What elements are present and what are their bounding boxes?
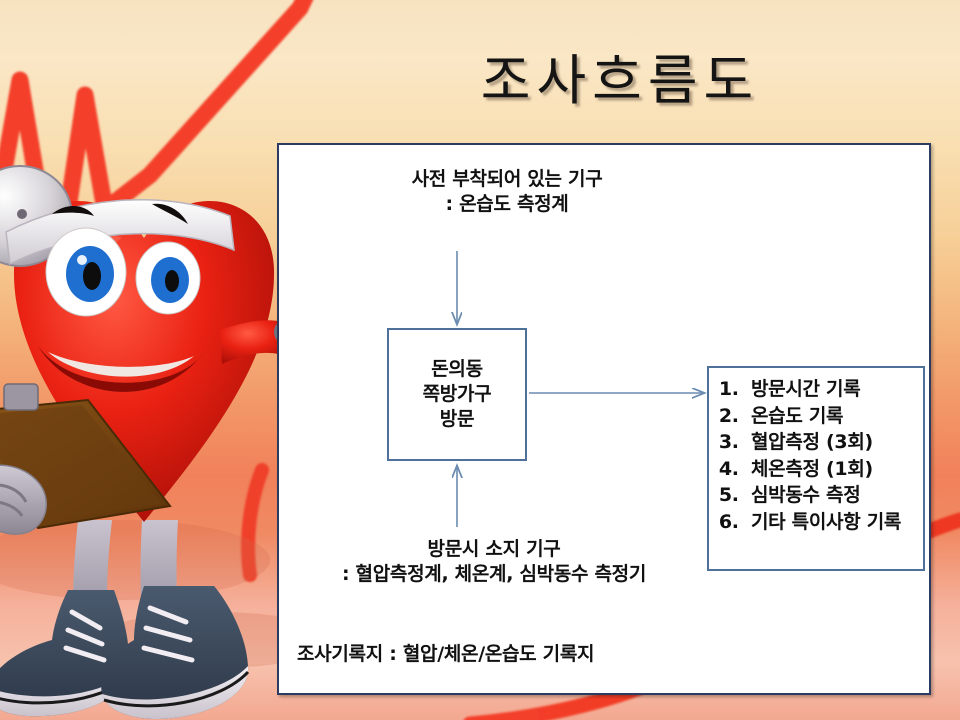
- task-list: 방문시간 기록 온습도 기록 혈압측정 (3회) 체온측정 (1회) 심박동수 …: [719, 376, 923, 536]
- record-sheet-text: 조사기록지 : 혈압/체온/온습도 기록지: [297, 643, 595, 665]
- process-box-label: 돈의동 쪽방가구 방문: [422, 358, 492, 430]
- list-item: 체온측정 (1회): [745, 456, 923, 483]
- mascot-eyes: [45, 227, 201, 317]
- list-item: 심박동수 측정: [745, 482, 923, 509]
- list-item: 기타 특이사항 기록: [745, 509, 923, 536]
- pre-attached-device-text: 사전 부착되어 있는 기구 : 온습도 측정계: [327, 167, 687, 218]
- carry-device-line2: : 혈압측정계, 체온계, 심박동수 측정기: [341, 563, 647, 586]
- process-box[interactable]: 돈의동 쪽방가구 방문: [387, 328, 527, 461]
- ekg-line-icon: [0, 0, 314, 259]
- mascot-shoes: [0, 586, 250, 720]
- heart-mascot-illustration: [0, 165, 312, 720]
- mascot-mouth: [38, 346, 204, 392]
- mascot-eyebrows: [52, 203, 188, 224]
- list-item: 혈압측정 (3회): [745, 429, 923, 456]
- list-item: 방문시간 기록: [745, 376, 923, 403]
- pre-attached-device-line1: 사전 부착되어 있는 기구: [411, 168, 603, 190]
- list-item: 온습도 기록: [745, 403, 923, 430]
- page-title: 조사흐름도: [480, 49, 760, 112]
- mascot-left-hand: [0, 464, 47, 535]
- pre-attached-device-line2: : 온습도 측정계: [445, 193, 569, 216]
- flow-diagram-panel: 사전 부착되어 있는 기구 : 온습도 측정계 돈의동 쪽방가구 방문 방문시간…: [277, 143, 931, 695]
- task-list-box[interactable]: 방문시간 기록 온습도 기록 혈압측정 (3회) 체온측정 (1회) 심박동수 …: [707, 366, 925, 571]
- carry-device-line1: 방문시 소지 기구: [427, 538, 561, 560]
- carry-device-text: 방문시 소지 기구 : 혈압측정계, 체온계, 심박동수 측정기: [299, 537, 689, 588]
